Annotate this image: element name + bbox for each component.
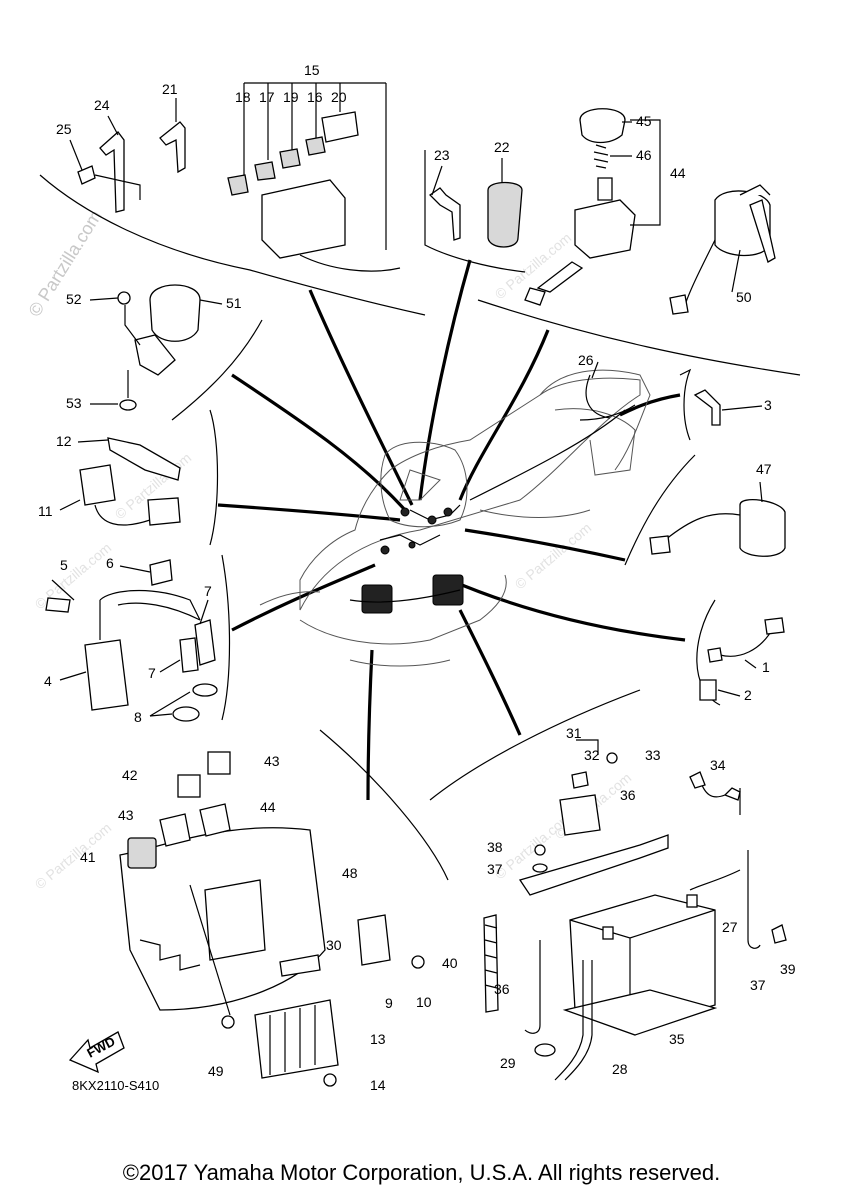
- callout-46: 45: [636, 113, 652, 129]
- callout-35: 35: [669, 1031, 685, 1047]
- callout-34: 34: [710, 757, 726, 773]
- callout-31: 31: [566, 725, 582, 741]
- callout-51: 50: [736, 289, 752, 305]
- parts-fuse-group: [77, 82, 401, 272]
- callout-32: 32: [584, 747, 600, 763]
- callout-1: 1: [762, 659, 770, 675]
- fwd-arrow: FWD: [68, 1031, 125, 1074]
- parts-26-3-48-1-2: [585, 374, 786, 701]
- callout-24: 24: [94, 97, 110, 113]
- callout-30: 30: [326, 937, 342, 953]
- callout-12: 12: [56, 433, 72, 449]
- callout-16: 16: [307, 89, 323, 105]
- callout-45: 44: [670, 165, 686, 181]
- callout-41: 40: [442, 955, 458, 971]
- callout-6: 6: [106, 555, 114, 571]
- callout-39: 38: [487, 839, 503, 855]
- callout-11: 11: [38, 503, 53, 519]
- callout-28: 28: [612, 1061, 628, 1077]
- callout-17: 17: [259, 89, 275, 105]
- callout-37a: 36: [494, 981, 510, 997]
- parts-52-54: [117, 284, 201, 411]
- callout-13: 13: [370, 1031, 386, 1047]
- callout-47: 46: [636, 147, 652, 163]
- callout-7a: 7: [204, 583, 212, 599]
- callout-20: 20: [331, 89, 347, 105]
- callout-49: 48: [342, 865, 358, 881]
- callout-29: 29: [500, 1055, 516, 1071]
- callout-43a: 42: [122, 767, 138, 783]
- callout-43b: 43: [264, 753, 280, 769]
- callout-19: 19: [283, 89, 299, 105]
- callout-54: 53: [66, 395, 82, 411]
- callout-9: 9: [385, 995, 393, 1011]
- callout-37b: 37: [750, 977, 766, 993]
- parts-4-8: [45, 559, 218, 722]
- callout-44b: 44: [260, 799, 276, 815]
- callout-14: 14: [370, 1077, 386, 1093]
- callout-18: 18: [235, 89, 251, 105]
- callout-15: 15: [304, 62, 320, 78]
- callout-53: 52: [66, 291, 82, 307]
- watermark-tile: © Partzilla.com: [32, 539, 115, 612]
- callout-33: 33: [645, 747, 661, 763]
- callout-4: 4: [44, 673, 52, 689]
- group-boundaries: [39, 150, 801, 881]
- callout-36: 36: [620, 787, 636, 803]
- copyright-notice: ©2017 Yamaha Motor Corporation, U.S.A. A…: [122, 1160, 721, 1185]
- callout-labels: 1 2 3 4 5 6 7 7 8 9 10 11 12 13 14 15 16…: [38, 62, 796, 1093]
- parts-battery-group: [483, 739, 787, 1081]
- callout-38: 37: [487, 861, 503, 877]
- callout-40: 39: [780, 961, 796, 977]
- parts-11-12: [79, 437, 181, 526]
- watermark-tile: © Partzilla.com: [32, 819, 115, 892]
- callout-2: 2: [744, 687, 752, 703]
- callout-8: 8: [134, 709, 142, 725]
- snowmobile-body: [259, 369, 651, 667]
- callout-23: 23: [434, 147, 450, 163]
- callout-50: 49: [208, 1063, 224, 1079]
- parts-22-23: [428, 181, 523, 248]
- callout-7b: 7: [148, 665, 156, 681]
- callout-21: 21: [162, 81, 178, 97]
- watermark-tile: © Partzilla.com: [512, 519, 595, 592]
- callout-42: 41: [80, 849, 96, 865]
- callout-27: 27: [722, 919, 738, 935]
- callout-48: 47: [756, 461, 772, 477]
- parts-ecu-group: [119, 751, 425, 1087]
- callout-10: 10: [416, 994, 432, 1010]
- callout-22: 22: [494, 139, 510, 155]
- callout-26: 26: [578, 352, 594, 368]
- diagram-code: 8KX2110-S410: [72, 1078, 159, 1093]
- callout-leaders: [51, 98, 763, 717]
- callout-44a: 43: [118, 807, 134, 823]
- parts-45-51: [524, 108, 776, 315]
- callout-52: 51: [226, 295, 242, 311]
- callout-5: 5: [60, 557, 68, 573]
- callout-25: 25: [56, 121, 72, 137]
- callout-3: 3: [764, 397, 772, 413]
- leader-lines: [217, 259, 686, 801]
